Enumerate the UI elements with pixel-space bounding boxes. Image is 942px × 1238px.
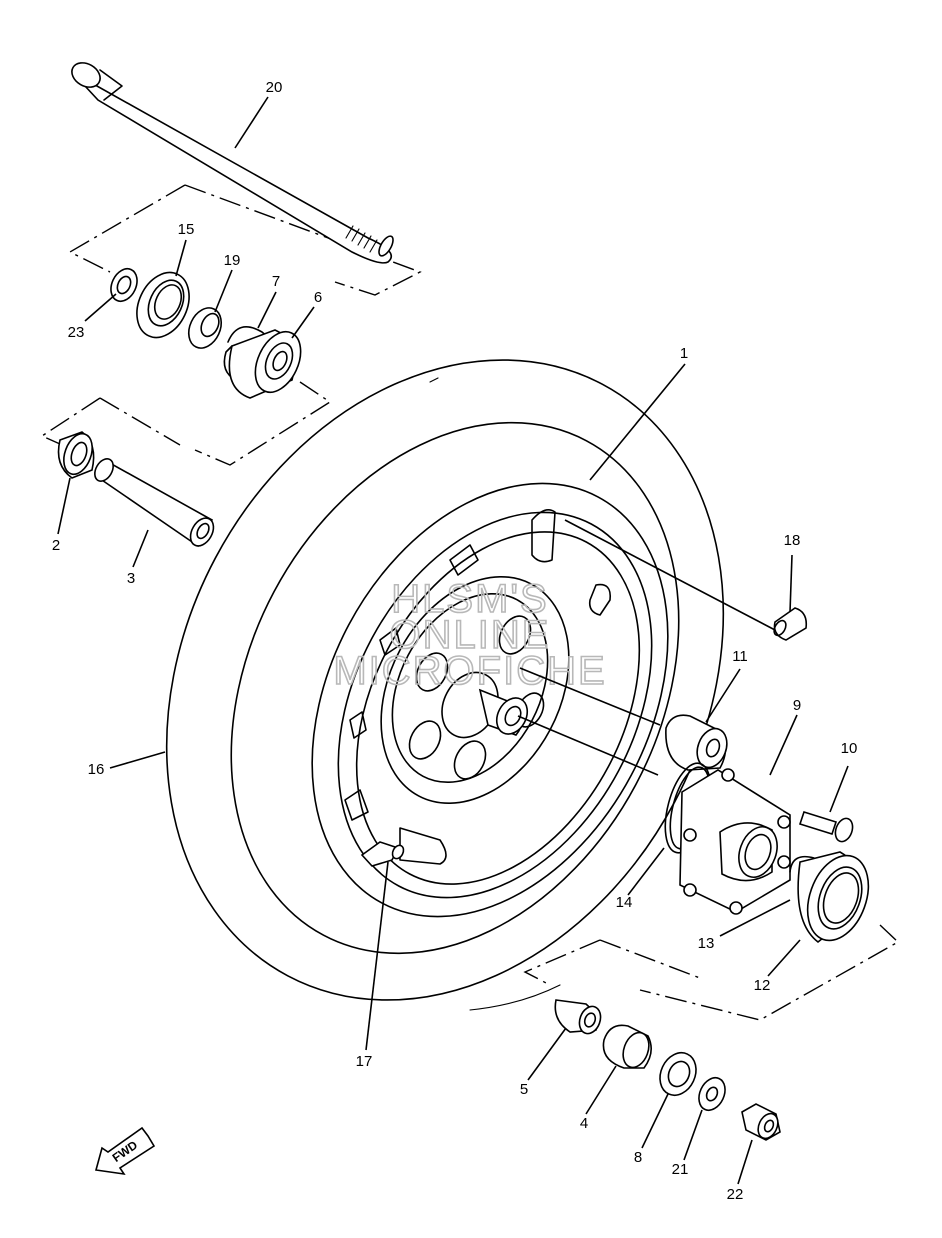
callout-labels: 1 2 3 4 5 6 7 8 9 10 11 12 13 14 15 16 1… [52, 79, 858, 1203]
wheel-rim-part [311, 482, 669, 918]
callout-1: 1 [680, 345, 688, 362]
watermark: HLSM'S ONLINE MICROFICHE [333, 576, 606, 694]
callout-6: 6 [314, 289, 322, 306]
watermark-line-2: ONLINE [390, 613, 551, 657]
callout-21: 21 [672, 1161, 689, 1178]
clutch-hub-part [679, 768, 791, 915]
callout-15: 15 [178, 221, 195, 238]
callout-14: 14 [616, 894, 633, 911]
axle-part [71, 62, 394, 264]
forward-direction-arrow: FWD [94, 1126, 156, 1176]
callout-9: 9 [793, 697, 801, 714]
collar-part [187, 307, 223, 349]
spacer-lower-part [602, 1024, 652, 1069]
washer-lower-part [698, 1076, 726, 1112]
collar-right-part [665, 714, 728, 771]
callout-13: 13 [698, 935, 715, 952]
bolt-part [798, 811, 854, 843]
callout-23: 23 [68, 324, 85, 341]
leader-lines [57, 96, 849, 1185]
nut-part [741, 1103, 781, 1141]
callout-22: 22 [727, 1186, 744, 1203]
washer-part [110, 267, 138, 303]
callout-5: 5 [520, 1081, 528, 1098]
callout-19: 19 [224, 252, 241, 269]
callout-16: 16 [88, 761, 105, 778]
watermark-line-3: MICROFICHE [333, 649, 606, 693]
collar-lower-part [554, 999, 602, 1035]
bearing-lower-part [659, 1052, 697, 1096]
callout-20: 20 [266, 79, 283, 96]
callout-18: 18 [784, 532, 801, 549]
callout-17: 17 [356, 1053, 373, 1070]
valve-part [360, 841, 405, 867]
callout-11: 11 [732, 648, 748, 665]
balancing-weight-part [773, 607, 808, 641]
callout-12: 12 [754, 977, 771, 994]
watermark-line-1: HLSM'S [391, 577, 548, 621]
callout-4: 4 [580, 1115, 588, 1132]
callout-7: 7 [272, 273, 280, 290]
bearing-part [228, 329, 302, 399]
oil-seal-part [136, 271, 190, 339]
assembly-guide-lines [40, 184, 900, 1021]
callout-10: 10 [841, 740, 858, 757]
callout-3: 3 [127, 570, 135, 587]
reference-lines [517, 519, 776, 776]
spacer-ring-part [57, 431, 95, 479]
oil-seal-right-part [797, 851, 870, 944]
callout-8: 8 [634, 1149, 642, 1166]
callout-2: 2 [52, 537, 60, 554]
spacer-tube-part [94, 458, 215, 548]
